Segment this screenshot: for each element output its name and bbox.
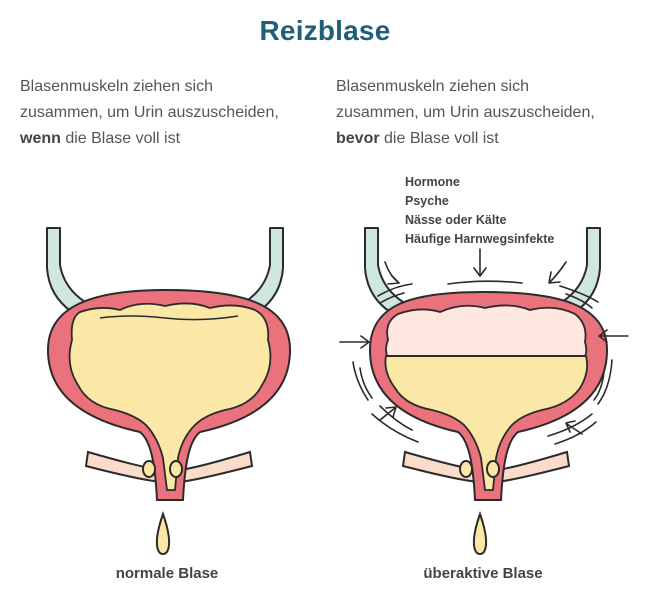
left-description: Blasenmuskeln ziehen sich zusammen, um U… [20,74,320,152]
right-description-line-2: zusammen, um Urin auszuscheiden, [336,104,595,121]
caption-normal-bladder: normale Blase [115,565,219,582]
left-urine-drop [155,510,171,556]
right-description-rest: die Blase voll ist [379,130,499,147]
left-description-line-3: wenn die Blase voll ist [20,126,320,152]
factor-item: Nässe oder Kälte [405,213,507,227]
factor-item: Hormone [405,175,460,189]
right-description-line-1: Blasenmuskeln ziehen sich [336,78,529,95]
pressure-arrows [339,248,629,435]
right-bladder-urine [384,355,589,491]
right-sphincter-left [459,460,473,478]
left-description-keyword: wenn [20,130,61,147]
caption-overactive-bladder: überaktive Blase [423,565,543,582]
overactive-bladder [339,227,629,556]
left-description-rest: die Blase voll ist [60,130,181,147]
left-sphincter-left [142,460,156,478]
left-description-line-1: Blasenmuskeln ziehen sich [20,78,213,95]
left-description-line-2: zusammen, um Urin auszuscheiden, [20,104,279,121]
left-sphincter-right [169,460,183,478]
factor-item: Häufige Harnwegsinfekte [405,232,555,246]
left-urine-surface [99,315,239,321]
normal-bladder [46,227,292,556]
right-description: Blasenmuskeln ziehen sich zusammen, um U… [336,74,636,152]
right-urine-drop [472,510,488,556]
right-bladder-empty-space [385,304,588,359]
left-bladder-urine [68,302,272,491]
right-description-keyword: bevor [336,130,380,147]
factor-item: Psyche [405,194,449,208]
contraction-lines [352,280,613,445]
trigger-factors-list: Hormone Psyche Nässe oder Kälte Häufige … [405,173,554,249]
right-ureter-left [364,227,404,313]
right-sphincter-right [486,460,500,478]
page-title: Reizblase [259,15,391,46]
left-ureter-left [46,227,86,313]
right-description-line-3: bevor die Blase voll ist [336,126,636,152]
